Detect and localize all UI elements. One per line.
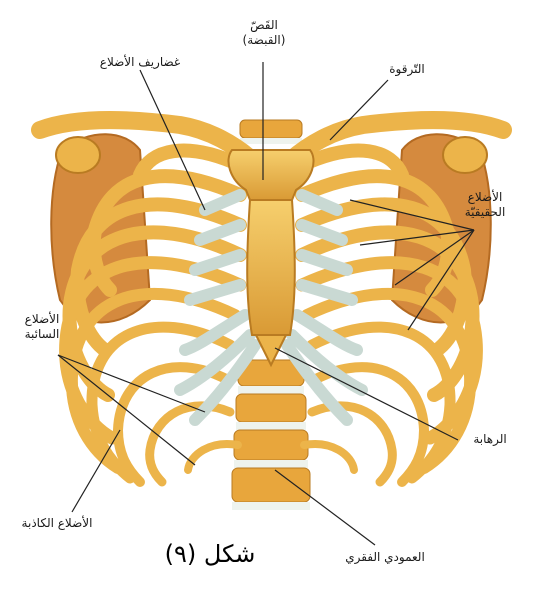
label-floating-ribs-line1: الأضلاع (2, 312, 82, 327)
label-sternum-line1: القَصّ (226, 18, 302, 33)
label-xiphoid: الرهابة (455, 432, 525, 447)
right-shoulder-joint (443, 137, 487, 173)
label-true-ribs-line1: الأضلاع (445, 190, 525, 205)
label-floating-ribs-line2: السائبة (2, 327, 82, 342)
label-spine: العمودي الفقري (330, 550, 440, 565)
label-true-ribs: الأضلاع الحقيقيّة (445, 190, 525, 220)
label-costal-cartilages: غضاريف الأضلاع (70, 55, 210, 70)
label-sternum: القَصّ (القبضة) (226, 18, 302, 48)
label-sternum-line2: (القبضة) (226, 33, 302, 48)
left-shoulder-joint (56, 137, 100, 173)
label-floating-ribs: الأضلاع السائبة (2, 312, 82, 342)
label-false-ribs: الأضلاع الكاذبة (2, 516, 112, 531)
figure-caption: شكل (٩) (150, 540, 270, 568)
label-clavicle: التّرقوة (372, 62, 442, 77)
label-true-ribs-line2: الحقيقيّة (445, 205, 525, 220)
